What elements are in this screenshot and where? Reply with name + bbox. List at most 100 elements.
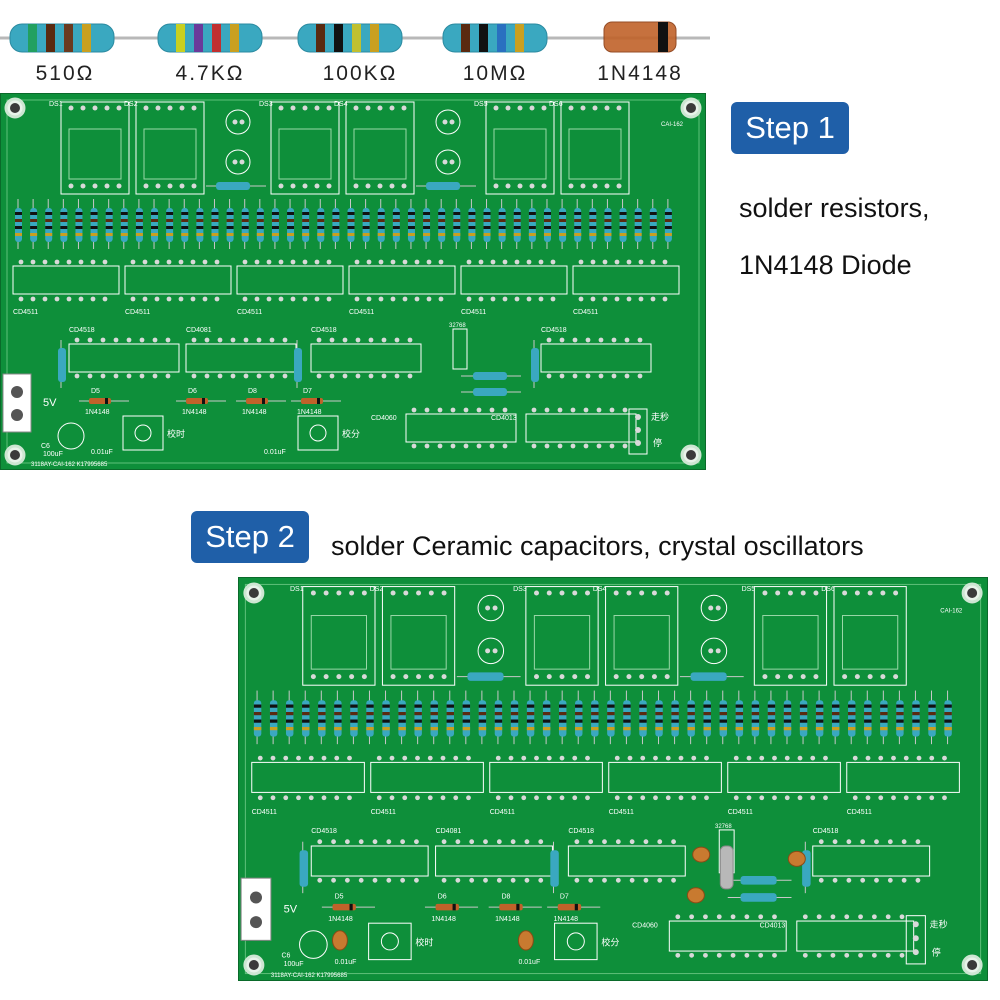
pad bbox=[860, 839, 866, 845]
resistor-band bbox=[687, 719, 695, 723]
pad bbox=[627, 795, 633, 801]
pad bbox=[401, 105, 407, 111]
resistor-band bbox=[269, 704, 278, 708]
resistor-band bbox=[196, 212, 204, 215]
resistor-component bbox=[157, 23, 263, 53]
resistor bbox=[687, 690, 695, 745]
resistor bbox=[196, 199, 204, 249]
pad bbox=[424, 443, 430, 449]
pad bbox=[427, 795, 433, 801]
chip-outline bbox=[608, 761, 722, 793]
pad bbox=[559, 795, 565, 801]
resistor bbox=[671, 690, 679, 745]
pad bbox=[746, 795, 752, 801]
resistor bbox=[513, 199, 521, 249]
resistor-band bbox=[256, 212, 264, 215]
board-code-label: CAI-162 bbox=[940, 608, 963, 614]
resistor-band bbox=[639, 727, 647, 731]
switch-outline bbox=[905, 915, 926, 965]
resistor-band bbox=[848, 719, 856, 723]
component-label-4k7: 4.7KΩ bbox=[175, 62, 245, 85]
pad bbox=[899, 914, 905, 920]
resistor-band bbox=[703, 712, 711, 716]
resistor-band bbox=[151, 226, 159, 229]
pad bbox=[823, 795, 828, 801]
pad bbox=[365, 105, 371, 111]
pad bbox=[437, 443, 443, 449]
resistor-band bbox=[317, 233, 325, 236]
pad bbox=[493, 183, 499, 189]
resistor bbox=[302, 199, 310, 249]
chip-outline bbox=[572, 265, 680, 295]
led-outline bbox=[435, 149, 461, 175]
pad bbox=[386, 877, 392, 883]
resistor-band bbox=[607, 719, 615, 723]
pad bbox=[942, 795, 947, 801]
resistor-band bbox=[332, 233, 340, 236]
resistor-vertical bbox=[294, 340, 302, 388]
resistor-band bbox=[462, 727, 471, 731]
pad bbox=[440, 795, 446, 801]
pad bbox=[570, 407, 576, 413]
resistor-band bbox=[634, 226, 642, 229]
resistor-band bbox=[166, 233, 174, 236]
pad bbox=[342, 337, 348, 343]
pad bbox=[529, 183, 535, 189]
resistor-band bbox=[377, 226, 385, 229]
resistor bbox=[589, 199, 597, 249]
resistor-band bbox=[478, 727, 487, 731]
resistor bbox=[574, 199, 582, 249]
pad bbox=[614, 755, 620, 761]
resistor bbox=[912, 690, 920, 745]
chip-label-cd4511: CD4511 bbox=[461, 309, 486, 316]
resistor-band bbox=[912, 719, 920, 723]
pad bbox=[639, 674, 645, 680]
resistor-band bbox=[377, 212, 385, 215]
resistor-band bbox=[362, 212, 370, 215]
pad bbox=[438, 259, 444, 265]
pad bbox=[269, 373, 275, 379]
resistor-band bbox=[623, 727, 631, 731]
resistor-band bbox=[483, 233, 491, 236]
resistor-band bbox=[591, 719, 599, 723]
pad bbox=[611, 373, 617, 379]
resistor-band bbox=[575, 719, 583, 723]
pad bbox=[378, 296, 384, 302]
pad bbox=[390, 674, 396, 680]
pad bbox=[139, 373, 145, 379]
chip-outline bbox=[540, 343, 652, 373]
resistor-band bbox=[767, 727, 776, 731]
pad bbox=[733, 795, 739, 801]
pad bbox=[874, 839, 879, 845]
pad bbox=[802, 914, 808, 920]
pad bbox=[254, 259, 260, 265]
chip-label-cd4511: CD4511 bbox=[573, 309, 598, 316]
resistor-band bbox=[649, 219, 657, 222]
display-outline bbox=[302, 586, 376, 686]
resistor-band bbox=[639, 712, 647, 716]
pad bbox=[142, 259, 148, 265]
crystal-label: 32768 bbox=[449, 323, 466, 329]
diode-part-label: 1N4148 bbox=[297, 409, 322, 416]
pad bbox=[678, 755, 684, 761]
pad bbox=[376, 795, 382, 801]
resistor-band bbox=[226, 226, 234, 229]
pad bbox=[80, 183, 86, 189]
diode-label: D6 bbox=[188, 388, 197, 395]
resistor-band bbox=[831, 704, 840, 708]
pad bbox=[449, 159, 455, 165]
pad bbox=[334, 795, 340, 801]
resistor-band bbox=[687, 727, 695, 731]
resistor-band bbox=[120, 212, 128, 215]
resistor-band bbox=[423, 212, 431, 215]
resistor bbox=[510, 690, 519, 745]
ceramic-capacitor bbox=[787, 850, 806, 867]
resistor-band bbox=[559, 212, 567, 215]
resistor-band bbox=[392, 233, 400, 236]
pad bbox=[629, 877, 635, 883]
pad bbox=[541, 183, 547, 189]
pad bbox=[639, 590, 645, 596]
pad bbox=[365, 183, 371, 189]
resistor-band bbox=[438, 219, 446, 222]
pad bbox=[389, 105, 395, 111]
